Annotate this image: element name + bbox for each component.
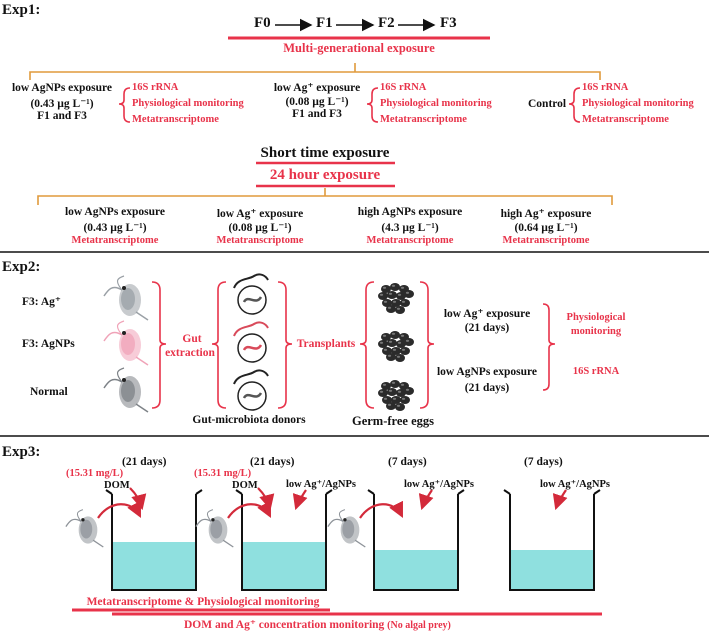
gut-label: Gut bbox=[182, 333, 202, 345]
group1-item-physio: Physiological monitoring bbox=[132, 98, 244, 109]
daphnia-ag-icon bbox=[103, 275, 149, 321]
short3-conc: (4.3 µg L⁻¹) bbox=[381, 222, 439, 234]
short3-name: high AgNPs exposure bbox=[357, 206, 463, 218]
source-normal: Normal bbox=[30, 386, 68, 398]
group3-name: Control bbox=[528, 98, 567, 110]
exp2-exposure-ag-days: (21 days) bbox=[464, 322, 510, 334]
short2-conc: (0.08 µg L⁻¹) bbox=[228, 222, 292, 234]
exp1-group-brackets bbox=[118, 87, 581, 123]
exp2-brackets bbox=[151, 281, 556, 409]
germ-free-egg-icons bbox=[378, 283, 414, 411]
extraction-label: extraction bbox=[165, 347, 215, 359]
gen-f1: F1 bbox=[316, 15, 333, 31]
dom-label-1: DOM bbox=[104, 480, 130, 491]
group2-item-physio: Physiological monitoring bbox=[380, 98, 492, 109]
group1-gens: F1 and F3 bbox=[37, 110, 87, 122]
exp2-monitoring: monitoring bbox=[570, 326, 622, 337]
short4-conc: (0.64 µg L⁻¹) bbox=[514, 222, 578, 234]
ag-label-2: low Ag⁺/AgNPs bbox=[404, 479, 475, 490]
short4-item: Metatranscriptome bbox=[502, 235, 590, 246]
short-bracket bbox=[37, 188, 613, 205]
group1-conc: (0.43 µg L⁻¹) bbox=[30, 98, 94, 110]
exp2-exposure-agnps-days: (21 days) bbox=[464, 382, 510, 394]
short-title: Short time exposure bbox=[260, 145, 390, 161]
donors-label: Gut-microbiota donors bbox=[192, 414, 306, 426]
daphnia-normal-icon bbox=[103, 367, 149, 413]
group2-gens: F1 and F3 bbox=[292, 108, 342, 120]
bar2-note: (No algal prey) bbox=[387, 620, 451, 631]
short2-item: Metatranscriptome bbox=[216, 235, 304, 246]
group2-conc: (0.08 µg L⁻¹) bbox=[285, 96, 349, 108]
short1-name: low AgNPs exposure bbox=[64, 206, 166, 218]
exp1-label: Exp1: bbox=[2, 2, 41, 18]
exp3-days-4: (7 days) bbox=[524, 456, 563, 468]
source-agnps: F3: AgNPs bbox=[22, 338, 75, 350]
exp2-label: Exp2: bbox=[2, 259, 41, 275]
gen-f3: F3 bbox=[440, 15, 457, 31]
gen-f2: F2 bbox=[378, 15, 395, 31]
hour-title: 24 hour exposure bbox=[269, 167, 381, 183]
group3-item-physio: Physiological monitoring bbox=[582, 98, 694, 109]
dom-conc-1: (15.31 mg/L) bbox=[66, 468, 124, 479]
beakers bbox=[105, 489, 601, 591]
short3-item: Metatranscriptome bbox=[366, 235, 454, 246]
ag-label-1: low Ag⁺/AgNPs bbox=[286, 479, 357, 490]
dom-conc-2: (15.31 mg/L) bbox=[194, 468, 252, 479]
short2-name: low Ag⁺ exposure bbox=[216, 208, 304, 220]
exp3-arrows bbox=[97, 487, 568, 519]
short1-conc: (0.43 µg L⁻¹) bbox=[83, 222, 147, 234]
transplants-label: Transplants bbox=[296, 338, 356, 350]
short4-name: high Ag⁺ exposure bbox=[500, 208, 592, 220]
exp3-days-2: (21 days) bbox=[250, 456, 295, 468]
exp2-16s: 16S rRNA bbox=[572, 366, 620, 377]
exp2-exposure-agnps: low AgNPs exposure bbox=[436, 366, 538, 378]
short1-item: Metatranscriptome bbox=[71, 235, 159, 246]
eggs-label: Germ-free eggs bbox=[351, 414, 434, 428]
gut-donor-icons bbox=[233, 273, 269, 411]
dom-label-2: DOM bbox=[232, 480, 258, 491]
daphnia-agnps-icon bbox=[103, 320, 149, 366]
exp3-days-1: (21 days) bbox=[122, 456, 167, 468]
group3-item-meta: Metatranscriptome bbox=[582, 114, 669, 125]
gen-f0: F0 bbox=[254, 15, 271, 31]
group3-item-16s: 16S rRNA bbox=[582, 82, 629, 93]
ag-label-3: low Ag⁺/AgNPs bbox=[540, 479, 611, 490]
exp3-label: Exp3: bbox=[2, 444, 41, 460]
group1-item-meta: Metatranscriptome bbox=[132, 114, 219, 125]
exp2-exposure-ag: low Ag⁺ exposure bbox=[443, 308, 531, 320]
bar2-text: DOM and Ag⁺ concentration monitoring (No… bbox=[184, 617, 451, 631]
group1-name: low AgNPs exposure bbox=[11, 82, 113, 94]
group1-item-16s: 16S rRNA bbox=[132, 82, 179, 93]
group2-name: low Ag⁺ exposure bbox=[273, 82, 361, 94]
multi-gen-title: Multi-generational exposure bbox=[283, 41, 435, 55]
exp3-days-3: (7 days) bbox=[388, 456, 427, 468]
exp3-daphnia-icons bbox=[65, 508, 366, 548]
group2-item-meta: Metatranscriptome bbox=[380, 114, 467, 125]
group2-item-16s: 16S rRNA bbox=[380, 82, 427, 93]
exp2-physio: Physiological bbox=[566, 312, 626, 323]
bar2-main: DOM and Ag⁺ concentration monitoring bbox=[184, 619, 385, 631]
bar1-text: Metatranscriptome & Physiological monito… bbox=[86, 596, 320, 608]
exp1-bracket bbox=[29, 63, 601, 80]
source-ag: F3: Ag⁺ bbox=[22, 296, 61, 308]
